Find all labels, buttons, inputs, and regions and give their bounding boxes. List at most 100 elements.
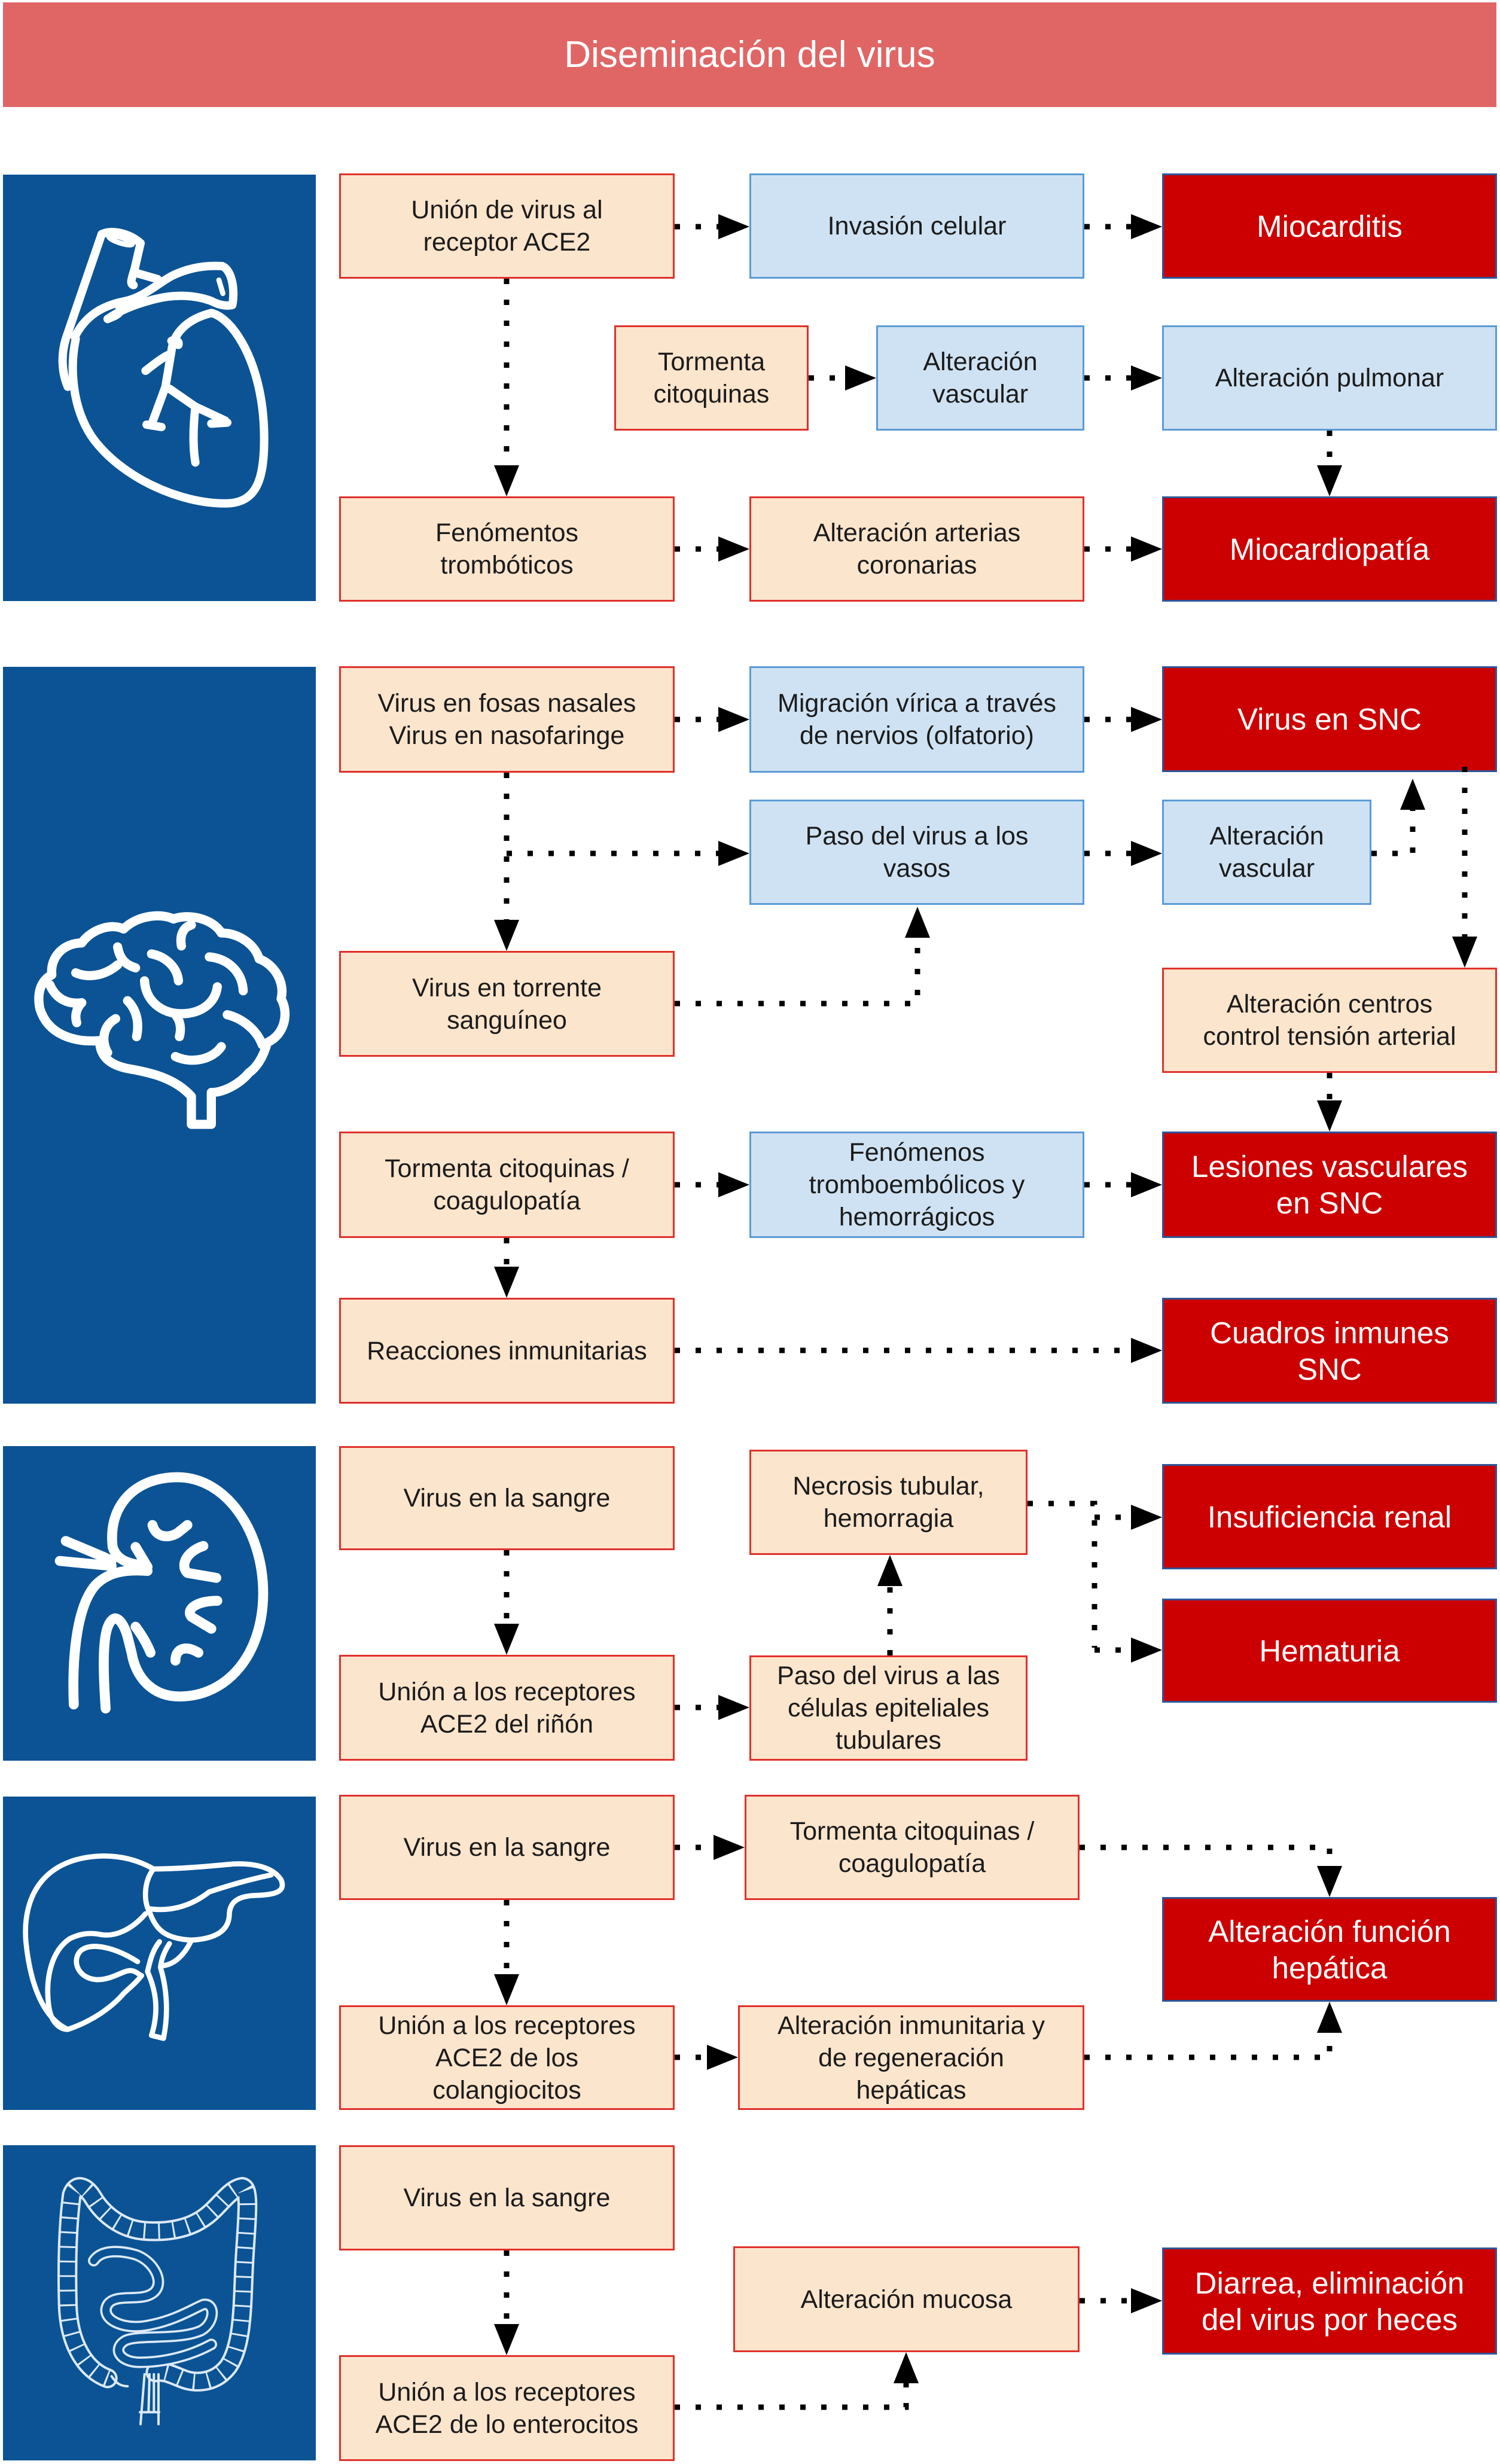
connector-arrow (675, 214, 749, 239)
connector-arrow (494, 1550, 519, 1655)
connector-arrow (1371, 779, 1425, 856)
connector-arrow (1094, 1637, 1162, 1663)
heart-miocarditis-box: Miocarditis (1162, 173, 1497, 279)
arrowhead (494, 2324, 519, 2355)
brain-paso-vasos-box: Paso del virus a los vasos (749, 800, 1084, 905)
arrowhead (718, 1172, 749, 1197)
connector-dotted-line (1371, 810, 1416, 856)
intestine-alteracion-mucosa-box: Alteración mucosa (733, 2246, 1080, 2352)
arrowhead (894, 2352, 919, 2383)
arrowhead (718, 707, 749, 732)
connector-arrow (494, 773, 519, 951)
arrowhead (1131, 214, 1162, 239)
arrowhead (718, 214, 749, 239)
header-banner: Diseminación del virus (3, 2, 1496, 107)
brain-icon (34, 911, 290, 1129)
connector-arrow (1084, 536, 1162, 562)
kidney-paso-celulas-epiteliales-box: Paso del virus a las células epiteliales… (749, 1655, 1028, 1761)
heart-tormenta-citoquinas-box: Tormenta citoquinas (614, 325, 809, 431)
brain-torrente-sanguineo-box: Virus en torrente sanguíneo (339, 951, 675, 1057)
connector-arrow (1084, 841, 1162, 866)
connector-arrow (494, 1900, 519, 2005)
arrowhead (494, 1267, 519, 1298)
brain-lesiones-vasculares-box: Lesiones vasculares en SNC (1162, 1132, 1497, 1238)
connector-arrow (494, 279, 519, 496)
kidney-union-ace2-box: Unión a los receptores ACE2 del riñón (339, 1655, 675, 1761)
arrowhead (1452, 937, 1477, 968)
connector-arrow (1084, 2002, 1342, 2060)
connector-arrow (507, 841, 749, 866)
organ-panel-heart (3, 175, 316, 601)
connector-arrow (494, 2250, 519, 2355)
connector-arrow (1084, 1172, 1162, 1197)
heart-miocardiopatia-box: Miocardiopatía (1162, 496, 1497, 602)
heart-invasion-celular-box: Invasión celular (749, 173, 1084, 279)
kidney-necrosis-tubular-box: Necrosis tubular, hemorragia (749, 1450, 1028, 1555)
arrowhead (1131, 841, 1162, 866)
liver-virus-sangre-box: Virus en la sangre (339, 1795, 675, 1900)
intestine-virus-sangre-box: Virus en la sangre (339, 2145, 675, 2250)
arrowhead (1400, 779, 1425, 810)
arrowhead (718, 536, 749, 562)
intestine-diarrea-box: Diarrea, eliminación del virus por heces (1162, 2248, 1497, 2355)
kidney-virus-sangre-box: Virus en la sangre (339, 1446, 675, 1550)
heart-icon (58, 228, 269, 508)
arrowhead (494, 920, 519, 951)
arrowhead (718, 1695, 749, 1720)
connector-arrow (675, 907, 930, 1007)
connector-arrow (1084, 365, 1162, 391)
heart-union-ace2-box: Unión de virus al receptor ACE2 (339, 173, 675, 279)
brain-fosas-nasales-box: Virus en fosas nasales Virus en nasofari… (339, 666, 675, 773)
connector-dotted-line (1080, 1844, 1333, 1866)
arrowhead (1131, 707, 1162, 732)
connector-dotted-line (675, 938, 920, 1007)
arrowhead (1131, 1637, 1162, 1663)
liver-alteracion-funcion-hepatica-box: Alteración función hepática (1162, 1897, 1497, 2002)
arrowhead (494, 1624, 519, 1655)
connector-arrow (1452, 767, 1477, 968)
liver-icon (23, 1853, 285, 2041)
connector-arrow (675, 1338, 1162, 1363)
connector-dotted-line (1028, 1501, 1097, 1648)
intestine-union-ace2-enterocitos-box: Unión a los receptores ACE2 de lo entero… (339, 2355, 675, 2461)
connector-arrow (675, 1695, 749, 1720)
connector-arrow (1317, 1073, 1342, 1132)
arrowhead (714, 1835, 745, 1860)
brain-fenomenos-tromboembolicos-box: Fenómenos tromboembólicos y hemorrágicos (749, 1132, 1084, 1238)
arrowhead (1131, 1172, 1162, 1197)
connector-arrow (675, 707, 749, 732)
connector-arrow (675, 1172, 749, 1197)
heart-fenomentos-tromboticos-box: Fenómentos trombóticos (339, 496, 675, 602)
arrowhead (1131, 1505, 1162, 1530)
brain-tormenta-coagulopatia-box: Tormenta citoquinas / coagulopatía (339, 1132, 675, 1238)
arrowhead (845, 365, 876, 391)
brain-centros-tension-box: Alteración centros control tensión arter… (1162, 968, 1497, 1073)
liver-tormenta-coagulopatia-box: Tormenta citoquinas / coagulopatía (745, 1795, 1080, 1900)
arrowhead (718, 841, 749, 866)
arrowhead (1317, 1100, 1342, 1132)
connector-arrow (877, 1555, 903, 1655)
connector-arrow (675, 1835, 745, 1860)
connector-arrow (1028, 1501, 1097, 1648)
connector-arrow (1084, 707, 1162, 732)
connector-arrow (675, 2352, 919, 2410)
arrowhead (494, 465, 519, 496)
kidney-insuficiencia-renal-box: Insuficiencia renal (1162, 1464, 1497, 1569)
heart-alteracion-arterias-box: Alteración arterias coronarias (749, 496, 1084, 602)
page-title: Diseminación del virus (564, 34, 935, 75)
connector-arrow (1084, 214, 1162, 239)
arrowhead (707, 2045, 738, 2070)
liver-union-ace2-colangiocitos-box: Unión a los receptores ACE2 de los colan… (339, 2005, 675, 2110)
connector-arrow (1317, 431, 1342, 496)
connector-arrow (494, 1238, 519, 1298)
connector-arrow (1080, 1844, 1342, 1897)
arrowhead (1317, 2002, 1342, 2033)
connector-arrow (1094, 1505, 1162, 1530)
arrowhead (1131, 1338, 1162, 1363)
brain-reacciones-inmunitarias-box: Reacciones inmunitarias (339, 1298, 675, 1404)
kidney-icon (54, 1472, 269, 1713)
connector-arrow (675, 536, 749, 562)
arrowhead (1131, 365, 1162, 391)
heart-alteracion-pulmonar-box: Alteración pulmonar (1162, 325, 1497, 431)
arrowhead (905, 907, 930, 938)
